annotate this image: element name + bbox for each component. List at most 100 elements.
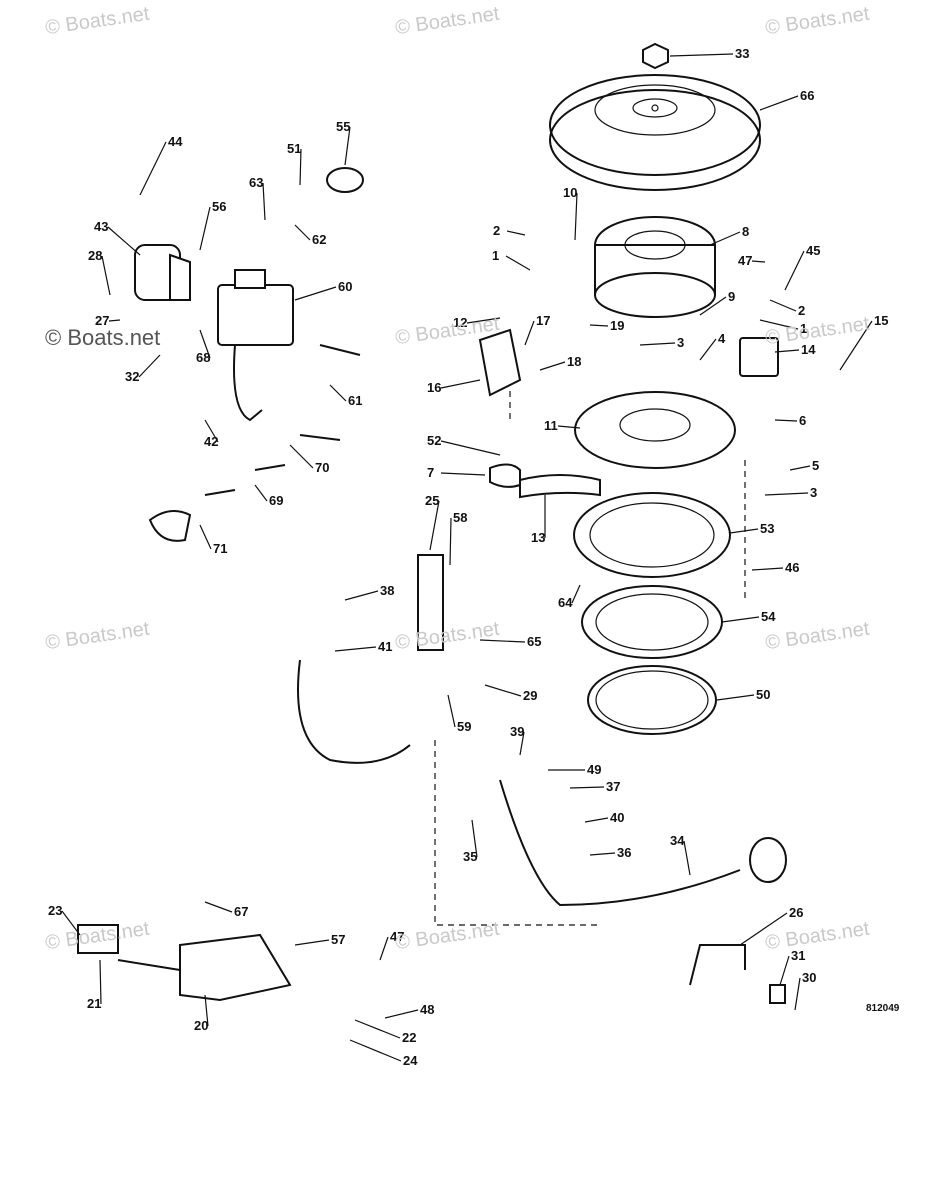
leader-line (204, 419, 219, 443)
leader-line (759, 95, 799, 111)
part-callout-54[interactable]: 54 (761, 609, 776, 624)
part-callout-53[interactable]: 53 (760, 521, 774, 536)
part-callout-69[interactable]: 69 (269, 493, 283, 508)
part-callout-57[interactable]: 57 (331, 932, 345, 947)
part-callout-3[interactable]: 3 (810, 485, 817, 500)
part-callout-6[interactable]: 6 (799, 413, 806, 428)
part-callout-61[interactable]: 61 (348, 393, 362, 408)
part-callout-27[interactable]: 27 (95, 313, 109, 328)
part-callout-24[interactable]: 24 (403, 1053, 418, 1068)
part-callout-45[interactable]: 45 (806, 243, 820, 258)
part-callout-58[interactable]: 58 (453, 510, 467, 525)
part-callout-62[interactable]: 62 (312, 232, 326, 247)
part-callout-16[interactable]: 16 (427, 380, 441, 395)
retainer-ring-53 (573, 492, 731, 578)
part-callout-66[interactable]: 66 (800, 88, 814, 103)
part-callout-19[interactable]: 19 (610, 318, 624, 333)
leader-line (349, 1039, 402, 1062)
leader-line (774, 419, 798, 422)
part-callout-23[interactable]: 23 (48, 903, 62, 918)
leader-line (769, 299, 797, 312)
leader-line (794, 977, 801, 1011)
part-callout-63[interactable]: 63 (249, 175, 263, 190)
part-callout-8[interactable]: 8 (742, 224, 749, 239)
leader-line (289, 444, 314, 469)
part-callout-1[interactable]: 1 (492, 248, 499, 263)
leader-line (254, 484, 268, 502)
part-callout-25[interactable]: 25 (425, 493, 439, 508)
part-callout-37[interactable]: 37 (606, 779, 620, 794)
part-callout-42[interactable]: 42 (204, 434, 218, 449)
part-callout-52[interactable]: 52 (427, 433, 441, 448)
part-callout-14[interactable]: 14 (801, 342, 816, 357)
part-callout-15[interactable]: 15 (874, 313, 888, 328)
part-callout-12[interactable]: 12 (453, 315, 467, 330)
leader-line (199, 206, 211, 251)
part-callout-7[interactable]: 7 (427, 465, 434, 480)
part-callout-55[interactable]: 55 (336, 119, 350, 134)
leader-line (699, 296, 727, 316)
part-callout-65[interactable]: 65 (527, 634, 541, 649)
part-callout-31[interactable]: 31 (791, 948, 805, 963)
part-callout-47[interactable]: 47 (390, 929, 404, 944)
part-callout-1[interactable]: 1 (800, 321, 807, 336)
part-callout-2[interactable]: 2 (798, 303, 805, 318)
part-callout-13[interactable]: 13 (531, 530, 545, 545)
part-callout-39[interactable]: 39 (510, 724, 524, 739)
part-callout-67[interactable]: 67 (234, 904, 248, 919)
part-callout-60[interactable]: 60 (338, 279, 352, 294)
part-callout-26[interactable]: 26 (789, 905, 803, 920)
part-callout-2[interactable]: 2 (493, 223, 500, 238)
part-callout-41[interactable]: 41 (378, 639, 392, 654)
part-callout-10[interactable]: 10 (563, 185, 577, 200)
part-callout-47[interactable]: 47 (738, 253, 752, 268)
part-callout-56[interactable]: 56 (212, 199, 226, 214)
part-callout-35[interactable]: 35 (463, 849, 477, 864)
part-callout-36[interactable]: 36 (617, 845, 631, 860)
rectifier (134, 244, 191, 301)
part-callout-5[interactable]: 5 (812, 458, 819, 473)
part-callout-34[interactable]: 34 (670, 833, 685, 848)
leader-line (344, 126, 351, 166)
part-callout-4[interactable]: 4 (718, 331, 726, 346)
part-callout-30[interactable]: 30 (802, 970, 816, 985)
leader-line (519, 731, 525, 756)
part-callout-59[interactable]: 59 (457, 719, 471, 734)
part-callout-46[interactable]: 46 (785, 560, 799, 575)
leader-line (589, 852, 616, 856)
part-callout-70[interactable]: 70 (315, 460, 329, 475)
part-callout-3[interactable]: 3 (677, 335, 684, 350)
part-callout-50[interactable]: 50 (756, 687, 770, 702)
part-callout-51[interactable]: 51 (287, 141, 301, 156)
part-callout-21[interactable]: 21 (87, 996, 101, 1011)
part-callout-20[interactable]: 20 (194, 1018, 208, 1033)
part-callout-29[interactable]: 29 (523, 688, 537, 703)
part-callout-43[interactable]: 43 (94, 219, 108, 234)
part-callout-38[interactable]: 38 (380, 583, 394, 598)
leader-line (584, 817, 609, 823)
part-callout-11[interactable]: 11 (544, 418, 558, 433)
part-callout-28[interactable]: 28 (88, 248, 102, 263)
part-callout-17[interactable]: 17 (536, 313, 550, 328)
leader-line (569, 786, 605, 789)
part-callout-64[interactable]: 64 (558, 595, 573, 610)
leader-line (61, 910, 81, 936)
leader-line (204, 901, 233, 913)
part-callout-33[interactable]: 33 (735, 46, 749, 61)
part-callout-71[interactable]: 71 (213, 541, 227, 556)
part-callout-40[interactable]: 40 (610, 810, 624, 825)
leader-line (108, 319, 121, 322)
part-callout-49[interactable]: 49 (587, 762, 601, 777)
part-callout-32[interactable]: 32 (125, 369, 139, 384)
part-callout-18[interactable]: 18 (567, 354, 581, 369)
leader-line (466, 317, 501, 324)
part-callout-9[interactable]: 9 (728, 289, 735, 304)
leader-line (784, 250, 805, 291)
part-callout-22[interactable]: 22 (402, 1030, 416, 1045)
part-callout-44[interactable]: 44 (168, 134, 183, 149)
stator (594, 216, 716, 318)
part-callout-68[interactable]: 68 (196, 350, 210, 365)
leader-line (294, 939, 330, 946)
wire-harness-41 (297, 659, 411, 764)
part-callout-48[interactable]: 48 (420, 1002, 434, 1017)
